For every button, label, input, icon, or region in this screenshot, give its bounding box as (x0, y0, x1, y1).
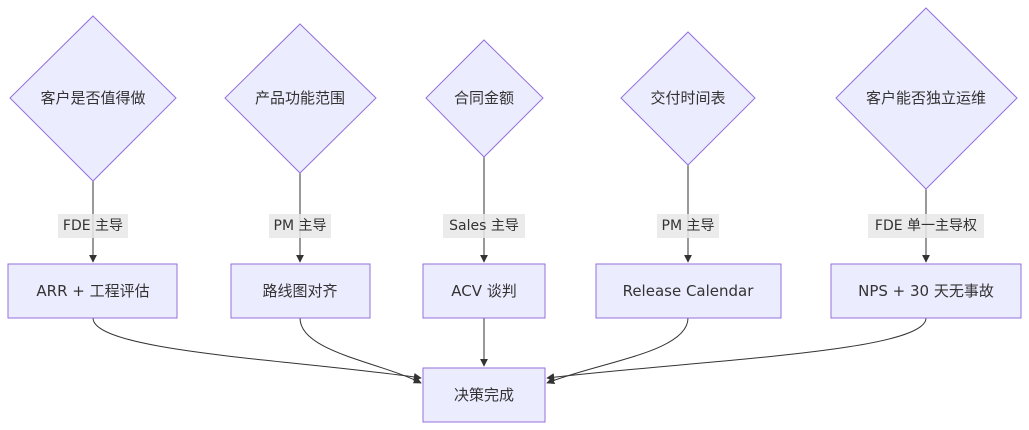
owner-label-text: PM 主导 (274, 218, 327, 234)
criteria-label: NPS + 30 天无事故 (858, 282, 994, 300)
decision-node-3: 合同金额 (425, 39, 544, 158)
decision-node-1: 客户是否值得做 (9, 15, 177, 182)
criteria-box (830, 263, 1022, 319)
criteria-node-4: Release Calendar (595, 263, 782, 319)
criteria-node-3: ACV 谈判 (422, 263, 546, 319)
owner-label-bg (443, 214, 525, 238)
decision-diamond (835, 7, 1018, 190)
result-box (422, 367, 546, 423)
decision-label: 客户能否独立运维 (866, 89, 986, 107)
criteria-box (422, 263, 546, 319)
decision-diamond (425, 39, 544, 158)
criteria-box (7, 263, 178, 319)
owner-label-bg (269, 214, 331, 238)
criteria-node-5: NPS + 30 天无事故 (830, 263, 1022, 319)
owner-label-text: FDE 主导 (63, 218, 123, 234)
decision-node-4: 交付时间表 (620, 31, 756, 166)
edges-decision-to-criteria (89, 157, 930, 263)
criteria-box (595, 263, 782, 319)
owner-label-2: PM 主导 (269, 214, 331, 238)
owner-label-5: FDE 单一主导权 (868, 214, 984, 238)
criteria-label: 路线图对齐 (262, 282, 337, 300)
decision-diamond (620, 31, 756, 166)
owner-label-bg (657, 214, 719, 238)
result-label: 决策完成 (454, 386, 514, 404)
owner-label-bg (58, 214, 128, 238)
edge-criteria-5 (546, 317, 927, 382)
owner-label-text: FDE 单一主导权 (875, 218, 977, 234)
criteria-node-2: 路线图对齐 (230, 263, 371, 319)
owner-label-text: Sales 主导 (449, 218, 519, 234)
decision-label: 客户是否值得做 (40, 89, 145, 107)
criteria-label: Release Calendar (623, 282, 755, 300)
decision-label: 产品功能范围 (255, 89, 345, 107)
decision-node-2: 产品功能范围 (224, 23, 377, 174)
criteria-box (230, 263, 371, 319)
edge-criteria-4 (546, 317, 689, 385)
edge-criteria-1 (92, 317, 422, 381)
owner-label-4: PM 主导 (657, 214, 719, 238)
decision-label: 合同金额 (454, 89, 514, 107)
edge-criteria-2 (299, 317, 422, 384)
criteria-node-1: ARR + 工程评估 (7, 263, 178, 319)
decision-label: 交付时间表 (650, 89, 725, 107)
criteria-label: ACV 谈判 (451, 282, 517, 300)
decision-node-5: 客户能否独立运维 (835, 7, 1018, 190)
decision-diamond (9, 15, 177, 182)
owner-label-3: Sales 主导 (443, 214, 525, 238)
owner-label-1: FDE 主导 (58, 214, 128, 238)
edges-criteria-to-result (92, 317, 927, 385)
owner-label-bg (868, 214, 984, 238)
decision-diamond (224, 23, 377, 174)
result-node: 决策完成 (422, 367, 546, 423)
criteria-label: ARR + 工程评估 (36, 282, 149, 300)
owner-label-text: PM 主导 (662, 218, 715, 234)
